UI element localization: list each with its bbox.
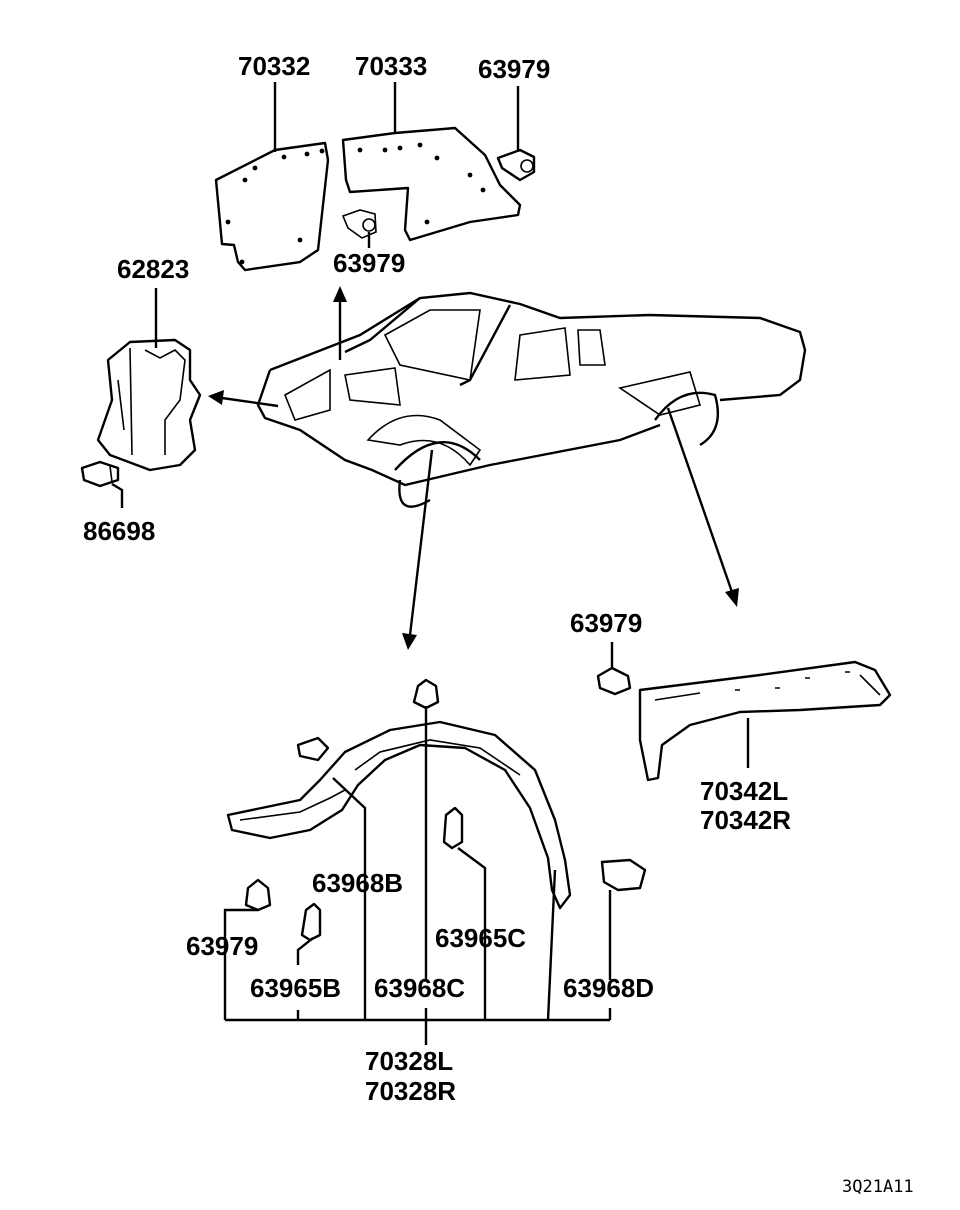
vehicle-illustration [256,291,807,508]
label-70332: 70332 [238,51,310,81]
label-63979-top: 63979 [478,54,550,84]
label-63968D: 63968D [563,973,654,1003]
bracket-62823 [96,338,202,472]
label-63965C: 63965C [435,923,526,953]
clip-icon-right [596,666,632,696]
label-70328L: 70328L [365,1046,453,1076]
protector-70342 [638,660,892,782]
splash-shield-left-panel [214,141,330,272]
label-86698: 86698 [83,516,155,546]
label-70328R: 70328R [365,1076,456,1106]
label-70333: 70333 [355,51,427,81]
clip-icon [341,148,536,239]
label-63965B: 63965B [250,973,341,1003]
label-63968B: 63968B [312,868,403,898]
arrows [208,286,739,650]
fasteners [244,678,647,942]
label-62823: 62823 [117,254,189,284]
label-63968C: 63968C [374,973,465,1003]
liner-70328 [226,720,572,910]
diagram-code: 3Q21A11 [842,1177,914,1197]
label-63979-low: 63979 [186,931,258,961]
label-70342L: 70342L [700,776,788,806]
label-70342R: 70342R [700,805,791,835]
clip-86698-icon [80,460,120,488]
splash-shield-right-panel [341,126,522,242]
label-63979-right: 63979 [570,608,642,638]
label-63979-mid: 63979 [333,248,405,278]
